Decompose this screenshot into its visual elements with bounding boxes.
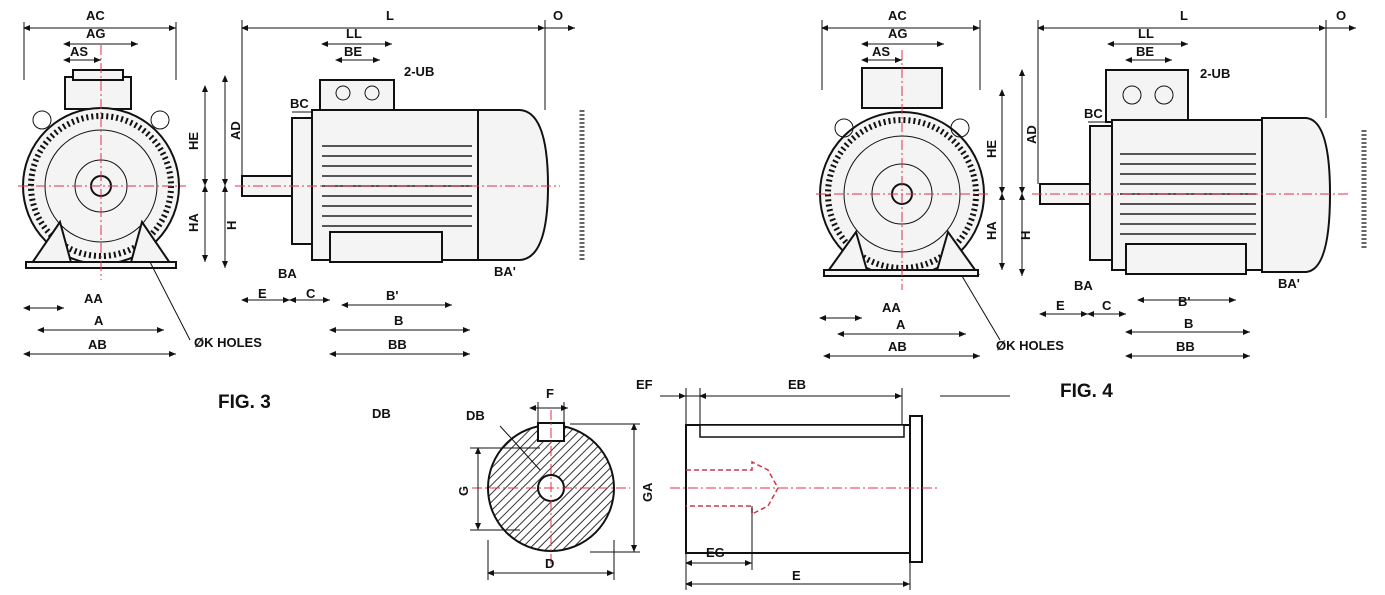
dim-label-ga: GA [640,482,655,502]
dim-label-ab: AB [888,339,907,354]
dim-label-k-holes: ØK HOLES [996,338,1064,353]
dim-label-o: O [1336,8,1346,23]
dim-label-bc: BC [1084,106,1103,121]
dim-label-bb: BB [388,337,407,352]
fig4-side-view [1032,69,1367,275]
shaft-section-view [472,410,630,566]
dim-label-ad: AD [228,121,243,140]
dim-label-bb: BB [1176,339,1195,354]
dim-label-e: E [258,286,267,301]
dim-label-ba-prime: BA' [1278,276,1300,291]
fig3-labels: AC AG AS L O LL BE 2-UB BC HE AD HA H BA… [70,8,563,413]
dim-label-c: C [306,286,316,301]
dim-label-f: F [546,386,554,401]
dim-label-eg: EG [706,545,725,560]
dim-label-l: L [1180,8,1188,23]
dim-label-b: B [1184,316,1193,331]
dim-label-a: A [896,317,906,332]
dim-label-ll: LL [346,26,362,41]
figure-caption-3: FIG. 3 [218,392,271,413]
dim-label-ba: BA [1074,278,1093,293]
dim-label-b: B [394,313,403,328]
dim-label-he: HE [984,140,999,158]
shaft-side-view [670,415,940,563]
dim-label-ha: HA [984,221,999,240]
dim-label-o: O [553,8,563,23]
dim-label-aa: AA [84,291,103,306]
dim-label-b-prime: B' [386,288,398,303]
dim-label-eb: EB [788,377,806,392]
shaft-detail: DB [372,377,1010,590]
figure-caption-4: FIG. 4 [1060,381,1113,402]
dim-label-ac: AC [86,8,105,23]
dim-label-b-prime: B' [1178,294,1190,309]
dim-label-e: E [1056,298,1065,313]
dim-label-l: L [386,8,394,23]
dim-label-ub: 2-UB [1200,66,1230,81]
dim-label-aa: AA [882,300,901,315]
dim-label-ef: EF [636,377,653,392]
dim-label-db-clip: DB [372,406,391,421]
dim-label-ba-prime: BA' [494,264,516,279]
dim-label-k-holes: ØK HOLES [194,335,262,350]
dim-label-ll: LL [1138,26,1154,41]
dim-label-ab: AB [88,337,107,352]
dim-label-c: C [1102,298,1112,313]
dim-label-g: G [456,486,471,496]
dim-label-ag: AG [86,26,106,41]
dim-label-be: BE [344,44,362,59]
dim-label-ha: HA [186,213,201,232]
dim-label-bc: BC [290,96,309,111]
fig4-front-view [816,50,990,290]
dim-label-ba: BA [278,266,297,281]
dim-label-db: DB [466,408,485,423]
dim-label-ac: AC [888,8,907,23]
fig3-front-view [18,45,186,280]
dim-label-ad: AD [1024,125,1039,144]
dim-label-a: A [94,313,104,328]
fig3-drawing: AC AG AS L O LL BE 2-UB BC HE AD HA H BA… [18,8,585,413]
dim-label-as: AS [70,44,88,59]
dim-label-d: D [545,556,554,571]
dim-label-as: AS [872,44,890,59]
dim-label-ag: AG [888,26,908,41]
fig3-side-view [235,79,585,263]
fig4-drawing: AC AG AS L O LL BE 2-UB BC HE AD HA H BA… [816,8,1367,402]
dim-label-he: HE [186,132,201,150]
fig4-labels: AC AG AS L O LL BE 2-UB BC HE AD HA H BA… [872,8,1346,402]
dim-label-e-shaft: E [792,568,801,583]
dim-label-ub: 2-UB [404,64,434,79]
dim-label-be: BE [1136,44,1154,59]
dim-label-h: H [1018,231,1033,240]
dim-label-h: H [224,221,239,230]
